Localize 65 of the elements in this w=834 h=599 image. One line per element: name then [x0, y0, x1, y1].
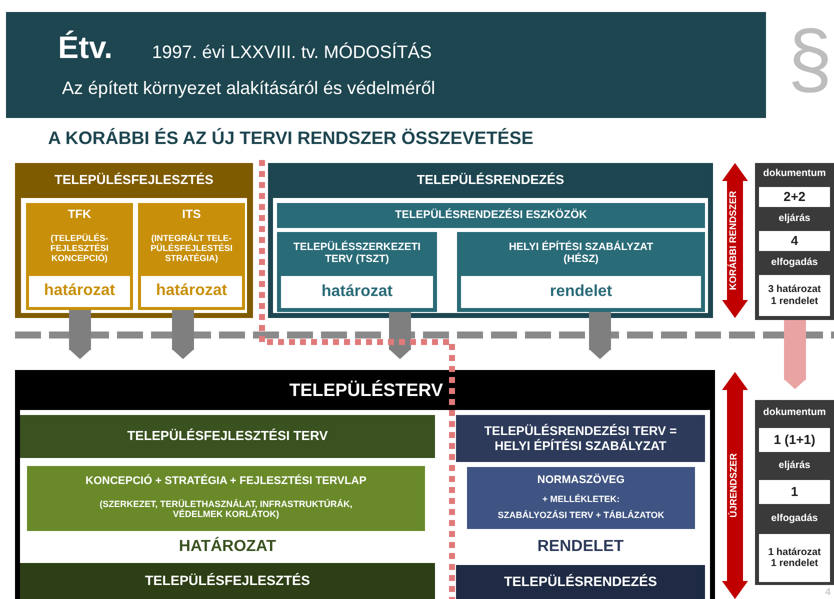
plan-abbreviation: TFK [66, 206, 92, 224]
plan-name: (INTEGRÁLT TELE-PÜLÉSFEJLESTÉSI STRATÉGIA) [149, 232, 234, 266]
domain-label: TELEPÜLÉSRENDEZÉS [456, 565, 705, 599]
category-panel [268, 163, 713, 318]
header-banner [6, 12, 766, 118]
panel-heading: TELEPÜLÉSFEJLESZTÉS [54, 171, 214, 190]
plan-name: TELEPÜLÉSFEJLESZTÉSI TERV [126, 427, 329, 446]
adoption-form: határozat [281, 276, 433, 308]
adoption-form: HATÁROZAT [178, 536, 278, 557]
plan-box [457, 232, 705, 312]
summary-table [755, 163, 834, 320]
plan-box [277, 232, 437, 312]
table-value: 1 (1+1) [759, 428, 830, 452]
table-value: 1 határozat 1 rendelet [759, 534, 830, 582]
act-subtitle: Az épített környezet alakításáról és védelméről [62, 76, 436, 100]
table-value: 2+2 [759, 187, 830, 207]
content-heading: NORMASZÖVEG [536, 472, 626, 488]
plan-panel [15, 370, 715, 599]
panel-heading: TELEPÜLÉSRENDEZÉS [416, 171, 566, 190]
adoption-form: határozat [29, 276, 130, 307]
diagram-title: A KORÁBBI ÉS AZ ÚJ TERVI RENDSZER ÖSSZEVETÉSE [48, 126, 534, 150]
page-number: 4 [824, 586, 832, 599]
content-heading: KONCEPCIÓ + STRATÉGIA + FEJLESZTÉSI TERVLAP [84, 473, 368, 489]
block-arrow [784, 320, 806, 390]
block-arrow [589, 312, 611, 360]
table-header: dokumentum [762, 406, 827, 420]
table-header: elfogadás [770, 256, 819, 270]
summary-table [755, 400, 834, 585]
act-title: 1997. évi LXXVIII. tv. MÓDOSÍTÁS [152, 40, 433, 64]
plan-name: TELEPÜLÉSSZERKEZETI TERV (TSZT) [292, 240, 422, 267]
category-panel [15, 163, 253, 318]
plan-name: (TELEPÜLÉS-FEJLESZTÉSI KONCEPCIÓ) [49, 232, 110, 266]
section-sign: § [786, 14, 834, 104]
act-abbreviation: Étv. [58, 29, 114, 68]
plan-box [20, 415, 435, 599]
content-details: + MELLÉKLETEK: [541, 492, 621, 506]
plan-box [26, 203, 133, 310]
table-value: 3 határozat 1 rendelet [759, 275, 830, 316]
plan-box [138, 203, 245, 310]
domain-label: TELEPÜLÉSFEJLESZTÉS [20, 563, 435, 599]
table-header: eljárás [778, 459, 812, 474]
table-value: 4 [759, 231, 830, 251]
table-value: 1 [759, 480, 830, 504]
block-arrow [389, 312, 411, 360]
table-header: eljárás [778, 212, 812, 226]
plan-name: HELYI ÉPÍTÉSI SZABÁLYZAT (HÉSZ) [508, 240, 654, 267]
adoption-form: rendelet [461, 276, 701, 308]
system-label: ÚJRENDSZER [730, 453, 740, 518]
tools-band [277, 203, 705, 228]
plan-box [456, 415, 705, 599]
block-arrow [69, 310, 91, 360]
system-label: KORÁBBI RENDSZER [730, 190, 740, 290]
content-box [27, 466, 425, 531]
adoption-form: RENDELET [536, 536, 625, 557]
table-header: dokumentum [762, 167, 827, 182]
adoption-form: határozat [141, 276, 242, 307]
content-details: (SZERKEZET, TERÜLETHASZNÁLAT, INFRASTRUKTÚRÁK, VÉDELMEK KORLÁTOK) [98, 498, 354, 521]
content-details: SZABÁLYOZÁSI TERV + TÁBLÁZATOK [496, 509, 666, 522]
block-arrow [172, 310, 194, 360]
plan-abbreviation: ITS [181, 206, 202, 224]
plan-name: TELEPÜLÉSRENDEZÉSI TERV = HELYI ÉPÍTÉSI SZABÁLYZAT [483, 422, 678, 454]
content-box [467, 467, 695, 529]
band-heading: TELEPÜLÉSRENDEZÉSI ESZKÖZÖK [394, 207, 588, 224]
panel-heading: TELEPÜLÉSTERV [288, 378, 443, 402]
table-header: elfogadás [770, 512, 819, 526]
